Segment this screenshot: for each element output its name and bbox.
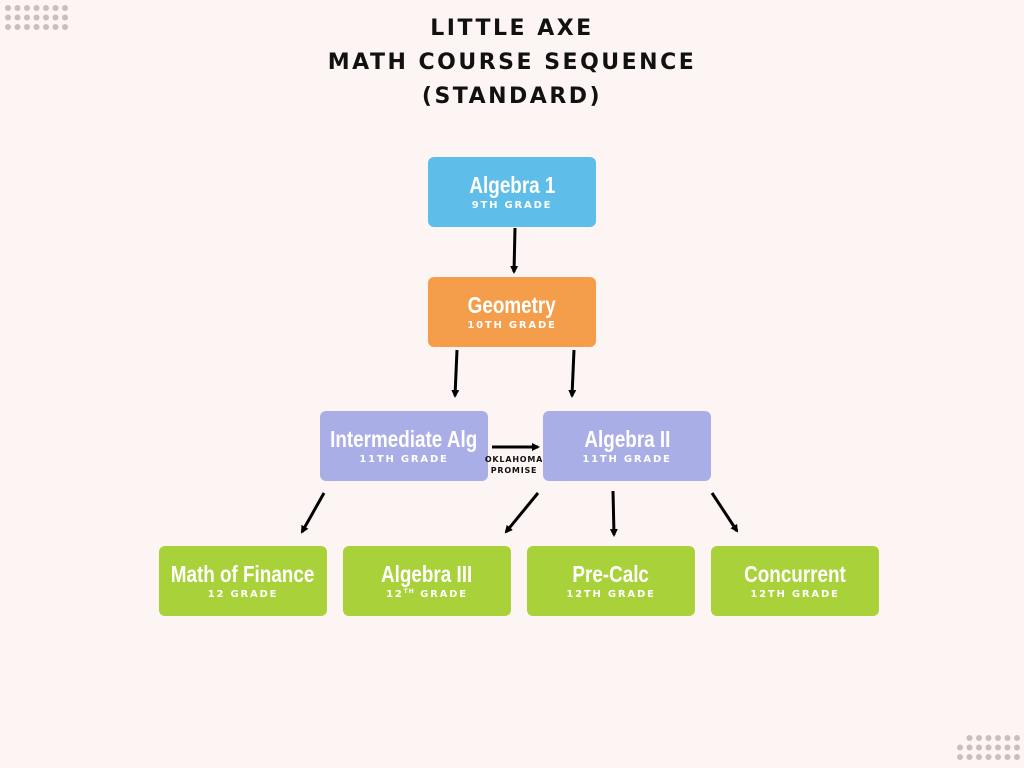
decorative-dot	[62, 24, 68, 30]
grade-suffix: TH	[403, 588, 415, 595]
decorative-dot	[24, 5, 30, 11]
course-box-pre-calc: Pre-Calc 12TH GRADE	[527, 546, 695, 616]
course-box-intermediate-alg: Intermediate Alg 11TH GRADE	[320, 411, 488, 481]
decorative-dot	[24, 24, 30, 30]
decorative-dot	[976, 744, 982, 751]
decorative-dot	[14, 24, 21, 30]
course-name-concurrent: Concurrent	[744, 561, 846, 587]
decorative-dot	[52, 14, 59, 21]
decorative-dot	[976, 754, 982, 760]
arrow-algebra2-to-concurrent	[710, 492, 739, 533]
decorative-dot	[976, 735, 982, 741]
course-grade-pre-calc: 12TH GRADE	[566, 589, 656, 600]
decorative-dot	[985, 754, 992, 760]
arrow-algebra2-to-algebra3	[504, 492, 540, 534]
decorative-dot	[985, 735, 992, 741]
decorative-dot	[995, 735, 1001, 741]
course-name-algebra-3: Algebra III	[381, 561, 473, 587]
arrow-geometry-to-algebra2	[568, 349, 577, 398]
grade-number: 12	[386, 589, 404, 600]
decorative-dot	[966, 744, 973, 751]
course-box-geometry: Geometry 10TH GRADE	[428, 277, 596, 347]
decorative-dot	[52, 5, 59, 11]
decorative-dot	[33, 5, 40, 11]
decorative-dot	[33, 14, 40, 21]
decorative-dot	[33, 24, 40, 30]
arrow-algebra1-to-geometry	[510, 227, 519, 274]
title-line-2: MATH COURSE SEQUENCE	[327, 50, 697, 75]
course-box-algebra-1: Algebra 1 9TH GRADE	[428, 157, 596, 227]
decorative-dot	[1014, 735, 1020, 741]
course-name-intermediate-alg: Intermediate Alg	[330, 426, 478, 452]
course-box-math-of-finance: Math of Finance 12 GRADE	[159, 546, 327, 616]
decorative-dot	[43, 5, 49, 11]
course-name-algebra-2: Algebra II	[584, 426, 670, 452]
decorative-dot	[957, 744, 963, 751]
title-line-3: (STANDARD)	[421, 84, 603, 109]
decorative-dot	[966, 735, 973, 741]
note-line-2: PROMISE	[490, 466, 538, 475]
decorative-dot	[5, 14, 11, 21]
course-grade-algebra-2: 11TH GRADE	[582, 454, 672, 465]
decorative-dot	[985, 744, 992, 751]
decorative-dot	[62, 14, 68, 21]
decorative-dot	[5, 24, 11, 30]
course-grade-intermediate-alg: 11TH GRADE	[359, 454, 449, 465]
course-name-geometry: Geometry	[467, 292, 557, 318]
decorative-dot	[1014, 754, 1020, 760]
decorative-dot	[995, 744, 1001, 751]
page-title: LITTLE AXE MATH COURSE SEQUENCE (STANDAR…	[0, 12, 1024, 114]
title-line-1: LITTLE AXE	[430, 16, 594, 41]
arrow-intermediate-to-finance	[300, 492, 326, 534]
course-grade-algebra-1: 9TH GRADE	[471, 200, 553, 211]
arrow-algebra2-to-precalc	[609, 490, 618, 537]
course-grade-geometry: 10TH GRADE	[467, 320, 557, 331]
dots-decoration-bottom-right	[957, 735, 1020, 760]
decorative-dot	[966, 754, 973, 760]
decorative-dot	[62, 5, 68, 11]
course-box-concurrent: Concurrent 12TH GRADE	[711, 546, 879, 616]
oklahoma-promise-note: OKLAHOMA PROMISE	[484, 454, 544, 476]
grade-word: GRADE	[414, 589, 468, 600]
decorative-dot	[1004, 735, 1011, 741]
decorative-dot	[52, 24, 59, 30]
course-grade-math-of-finance: 12 GRADE	[207, 589, 279, 600]
decorative-dot	[1014, 744, 1020, 751]
course-name-algebra-1: Algebra 1	[469, 172, 555, 198]
course-name-pre-calc: Pre-Calc	[572, 561, 650, 587]
decorative-dot	[24, 14, 30, 21]
decorative-dot	[1004, 754, 1011, 760]
decorative-dot	[5, 5, 11, 11]
decorative-dot	[43, 14, 49, 21]
decorative-dot	[43, 24, 49, 30]
decorative-dot	[14, 14, 21, 21]
decorative-dot	[1004, 744, 1011, 751]
decorative-dot	[14, 5, 21, 11]
note-line-1: OKLAHOMA	[484, 455, 544, 464]
course-box-algebra-2: Algebra II 11TH GRADE	[543, 411, 711, 481]
decorative-dot	[957, 754, 963, 760]
course-box-algebra-3: Algebra III 12TH GRADE	[343, 546, 511, 616]
course-name-math-of-finance: Math of Finance	[171, 561, 315, 587]
decorative-dot	[995, 754, 1001, 760]
course-grade-concurrent: 12TH GRADE	[750, 589, 840, 600]
dots-decoration-top-left	[5, 5, 68, 30]
course-grade-algebra-3: 12TH GRADE	[386, 588, 468, 601]
arrow-geometry-to-intermediate	[451, 349, 460, 398]
